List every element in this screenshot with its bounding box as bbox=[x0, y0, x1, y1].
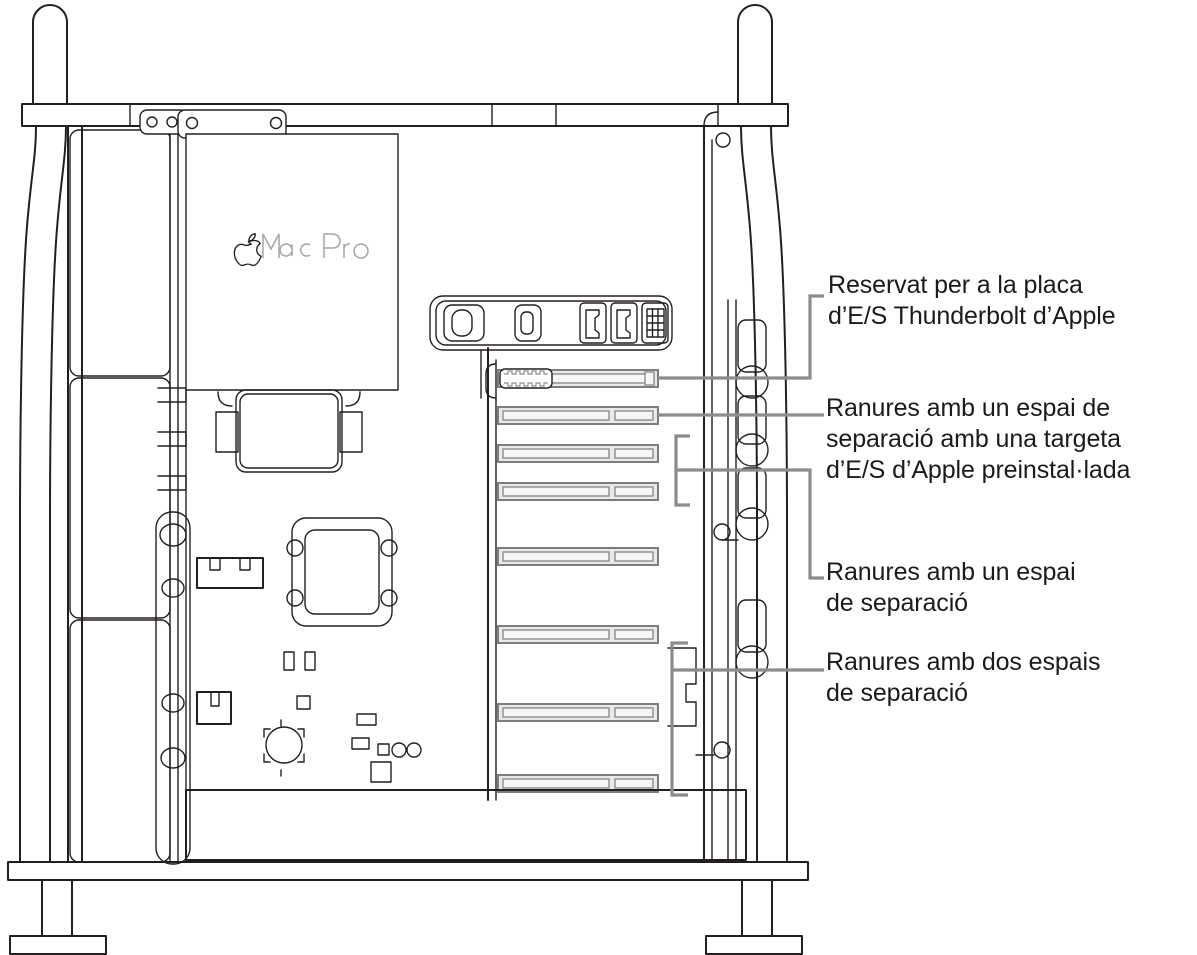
foot-right bbox=[705, 879, 803, 955]
callout-thunderbolt-io: Reservat per a la placa d’E/S Thunderbol… bbox=[828, 271, 1116, 330]
handle-right bbox=[737, 4, 773, 111]
backplane bbox=[485, 347, 497, 801]
thunderbolt-port-2 bbox=[610, 302, 638, 344]
leader-callout-1 bbox=[658, 294, 824, 380]
callout-one-space: Ranures amb un espai de separació bbox=[826, 558, 1076, 617]
handle-leg-right bbox=[740, 125, 788, 863]
headphone-jack-port bbox=[443, 304, 485, 342]
leader-callout-3 bbox=[676, 468, 824, 580]
bottom-rail bbox=[7, 861, 809, 881]
pcie-slot-1 bbox=[497, 368, 659, 389]
io-port-panel bbox=[429, 295, 673, 399]
leader-bracket-4 bbox=[670, 641, 688, 797]
right-inner-rail bbox=[667, 111, 769, 863]
ethernet-port bbox=[641, 302, 669, 344]
motherboard bbox=[185, 389, 422, 863]
leader-lines bbox=[658, 294, 824, 797]
callout-two-spaces: Ranures amb dos espais de separació bbox=[826, 648, 1101, 707]
mac-pro-wordmark bbox=[262, 233, 369, 259]
bottom-inner-bar bbox=[185, 789, 747, 861]
chassis-body bbox=[67, 125, 179, 863]
mac-pro-logo-panel bbox=[139, 109, 399, 473]
handle-leg-left bbox=[19, 125, 67, 863]
pcie-slot-5 bbox=[497, 547, 659, 566]
pcie-slot-7 bbox=[497, 703, 659, 722]
pcie-slot-6 bbox=[497, 625, 659, 644]
handle-left bbox=[32, 4, 68, 111]
apple-logo-icon bbox=[233, 233, 262, 267]
pcie-slot-2 bbox=[497, 406, 659, 425]
pcie-slot-4 bbox=[497, 482, 659, 501]
foot-left bbox=[9, 879, 107, 955]
pcie-slot-3 bbox=[497, 444, 659, 463]
usb-c-port bbox=[514, 304, 542, 342]
callout-one-space-preinstalled: Ranures amb un espai de separació amb un… bbox=[826, 394, 1131, 484]
pcie-slot-8 bbox=[497, 774, 659, 793]
thunderbolt-port-1 bbox=[579, 302, 607, 344]
